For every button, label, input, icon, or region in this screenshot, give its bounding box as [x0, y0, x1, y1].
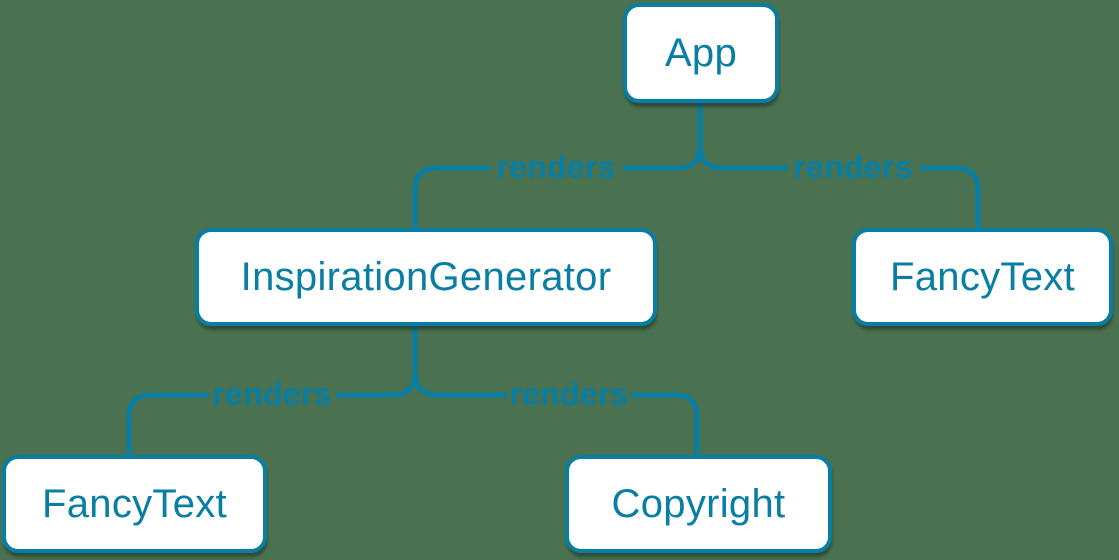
node-inspiration-generator-label: InspirationGenerator: [240, 254, 612, 299]
edge-app-to-fancytext-left-segment: [697, 143, 789, 171]
node-fancy-text-left: FancyText: [2, 455, 267, 553]
edge-app-to-inspirationgenerator-left-segment: [412, 165, 491, 229]
edge-app-to-inspirationgenerator-right-segment: [622, 102, 703, 171]
edge-label-renders-inspirationgenerator-fancytext: renders: [212, 376, 332, 412]
node-copyright-label: Copyright: [611, 481, 786, 526]
edge-inspirationgenerator-to-copyright-right-segment: [630, 392, 700, 456]
node-inspiration-generator: InspirationGenerator: [195, 228, 657, 326]
edge-app-to-fancytext-right-segment: [919, 165, 981, 229]
edge-inspirationgenerator-to-copyright-left-segment: [412, 369, 508, 398]
node-fancy-text-left-label: FancyText: [42, 481, 227, 526]
node-app-label: App: [664, 30, 738, 75]
edge-inspirationgenerator-to-fancytext-right-segment: [335, 324, 418, 398]
node-copyright: Copyright: [565, 455, 832, 553]
node-fancy-text-right: FancyText: [852, 228, 1113, 326]
edge-label-renders-app-inspirationgenerator: renders: [496, 149, 616, 185]
edge-label-renders-inspirationgenerator-copyright: renders: [509, 376, 629, 412]
node-fancy-text-right-label: FancyText: [890, 254, 1075, 299]
node-app: App: [623, 3, 779, 103]
edge-inspirationgenerator-to-fancytext-left-segment: [126, 392, 210, 456]
edge-label-renders-app-fancytext: renders: [793, 149, 913, 185]
